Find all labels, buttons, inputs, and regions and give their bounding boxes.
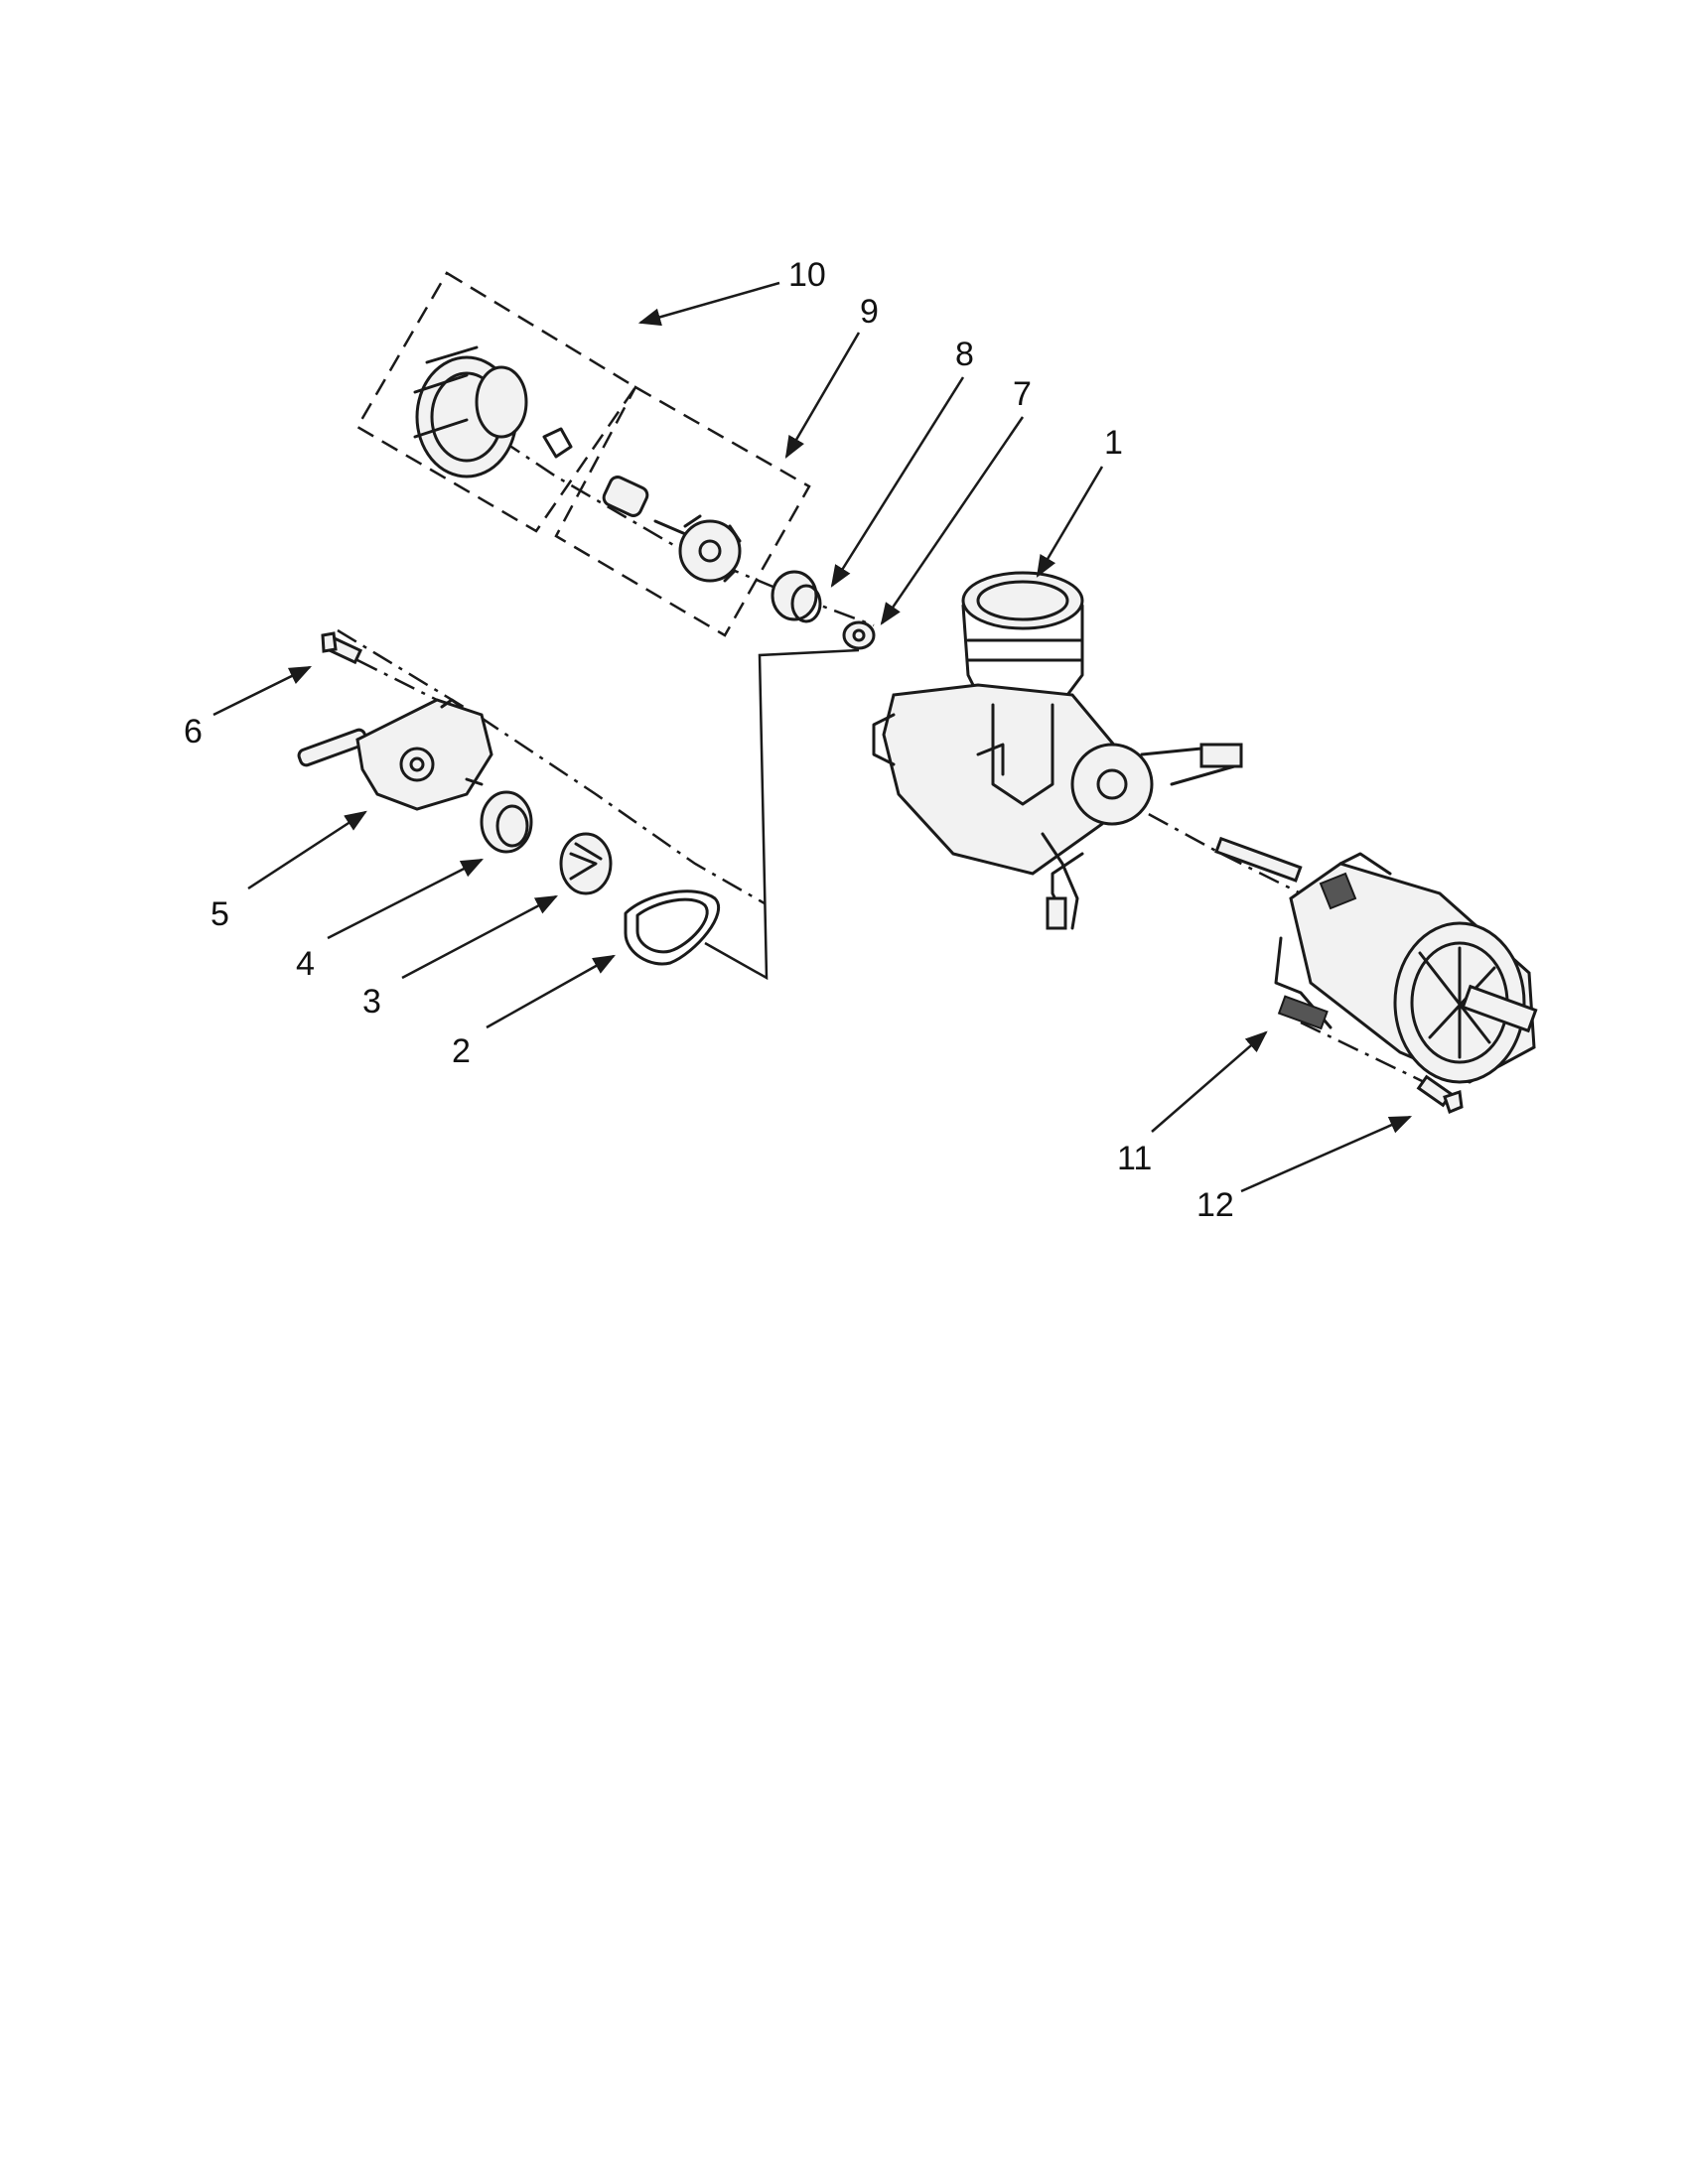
gasket-part-2 [624,889,721,966]
leader-5 [247,810,367,890]
leader-9 [784,332,861,459]
bushing-part-8 [771,570,822,623]
screw-axis-12 [1300,1021,1446,1094]
callout-5: 5 [210,895,229,933]
leader-3 [401,894,558,980]
callout-10: 10 [788,256,826,294]
screw-part-12 [1416,1074,1464,1115]
cover-part-5 [297,698,493,811]
motor-part-11 [1214,836,1538,1084]
group-box-10 [355,271,637,533]
diaphragm-part-3 [559,832,613,895]
callout-3: 3 [362,983,381,1021]
callout-7: 7 [1013,375,1032,413]
assembly-axis-upper [466,415,875,627]
leader-2 [486,954,616,1029]
leader-1 [1036,466,1104,578]
seal-assembly-part-10 [413,345,573,478]
leader-7 [880,416,1025,625]
callout-9: 9 [860,293,879,331]
callout-12: 12 [1196,1186,1234,1224]
callout-6: 6 [184,713,203,751]
screw-part-6 [321,631,363,665]
leader-10 [637,281,780,327]
washer-part-7 [842,620,876,650]
impeller-part-9 [602,476,742,583]
assembly-axis-motor [1111,792,1322,905]
leader-11 [1151,1030,1268,1133]
callout-1: 1 [1104,424,1123,462]
assembly-axis-lower [337,628,766,905]
leader-12 [1240,1115,1413,1193]
pump-housing-part-1 [872,571,1243,930]
ring-seal-part-4 [480,790,533,854]
callout-4: 4 [296,945,315,983]
callout-2: 2 [452,1032,471,1070]
connector-bracket [704,648,860,981]
leader-8 [830,376,965,588]
callout-11: 11 [1117,1140,1152,1177]
leader-4 [327,858,485,940]
leader-6 [212,665,313,717]
callout-8: 8 [955,336,974,373]
group-box-9 [554,385,811,637]
